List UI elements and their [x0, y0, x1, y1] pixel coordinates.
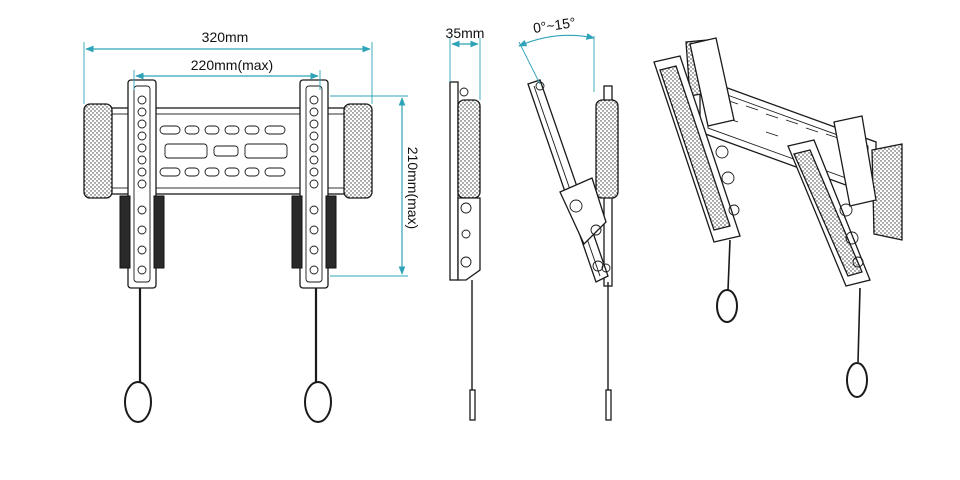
front-view: 320mm 220mm(max) 210mm(max) [83, 29, 421, 423]
right-side-pad [343, 103, 373, 199]
side-cord-handle [469, 389, 476, 421]
vesa-width-label: 220mm(max) [191, 57, 273, 73]
left-pull-cord [124, 288, 152, 423]
dimension-vesa-width: 220mm(max) [133, 57, 321, 90]
vesa-height-label: 210mm(max) [405, 147, 421, 229]
dimension-tilt: 0°~15° [518, 14, 595, 92]
overall-width-label: 320mm [202, 29, 249, 45]
isometric-view [653, 37, 903, 398]
dimension-depth: 35mm [446, 25, 485, 100]
side-pad [457, 99, 481, 199]
left-vertical-arm [119, 79, 165, 289]
wall-plate-slots [159, 125, 288, 177]
tilt-side-pad [595, 99, 619, 199]
left-side-pad [83, 103, 113, 199]
right-vertical-arm [291, 79, 337, 289]
dimension-overall-width: 320mm [83, 29, 373, 104]
iso-left-arm [653, 37, 741, 323]
side-view: 35mm [446, 25, 485, 421]
tilt-label: 0°~15° [532, 14, 577, 36]
iso-right-pad [871, 143, 903, 241]
dimension-vesa-height: 210mm(max) [330, 95, 421, 277]
depth-label: 35mm [446, 25, 485, 41]
iso-right-arm [787, 115, 877, 398]
right-pull-cord [304, 288, 332, 423]
tilt-cord-handle [605, 389, 612, 421]
tilt-view: 0°~15° [518, 14, 619, 421]
